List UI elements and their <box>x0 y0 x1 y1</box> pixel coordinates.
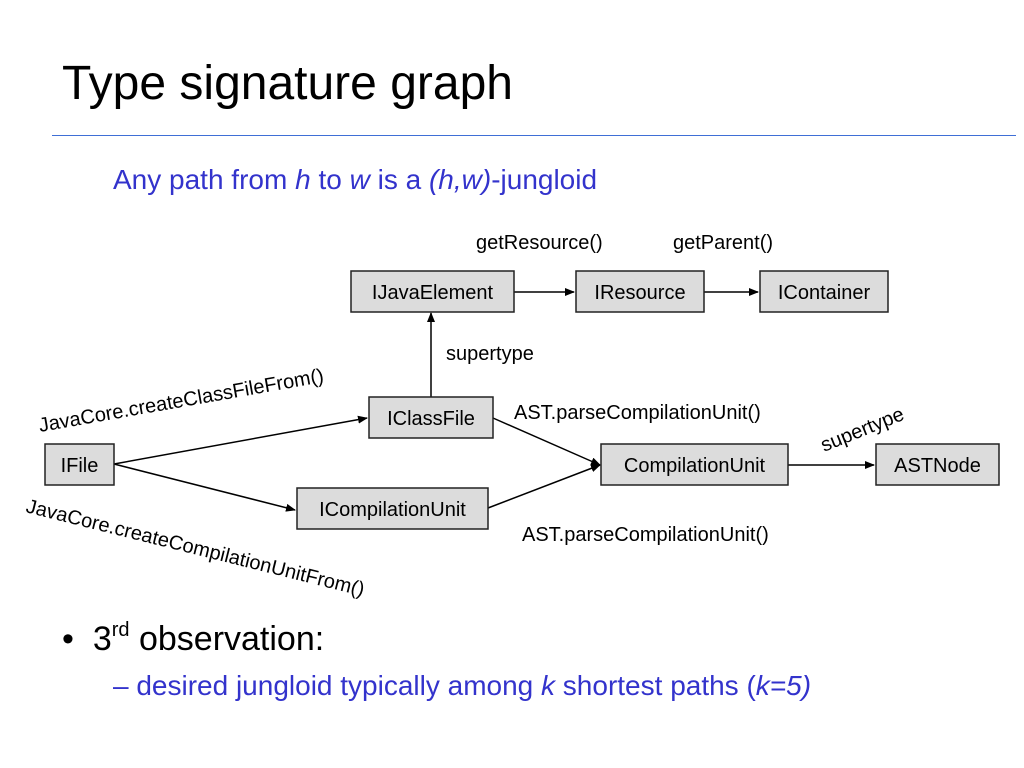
subtitle: Any path from h to w is a (h,w)-jungloid <box>113 166 597 194</box>
label-get-parent: getParent() <box>673 232 773 254</box>
title-divider <box>52 135 1016 136</box>
bullet-observation: • 3rd observation: <box>62 620 324 656</box>
label-parse-from-classfile: AST.parseCompilationUnit() <box>514 402 761 424</box>
subbullet-mid: shortest paths ( <box>555 670 756 701</box>
label-supertype-classfile: supertype <box>446 343 534 365</box>
node-compilationunit-label: CompilationUnit <box>624 455 766 477</box>
node-iresource-label: IResource <box>594 282 685 304</box>
node-icompilationunit-label: ICompilationUnit <box>319 499 466 521</box>
edge-ifile-iclassfile <box>113 415 368 465</box>
bullet-pre: 3 <box>92 620 112 658</box>
label-parse-from-icu: AST.parseCompilationUnit() <box>522 524 769 546</box>
subbullet-k5: k=5) <box>755 670 812 701</box>
edge-ifile-icompilationunit <box>113 463 296 512</box>
node-icontainer-label: IContainer <box>778 282 871 304</box>
node-iresource: IResource <box>575 270 705 313</box>
bullet-post: observation: <box>129 620 325 658</box>
node-icompilationunit: ICompilationUnit <box>296 487 489 530</box>
label-create-classfile: JavaCore.createClassFileFrom() <box>37 365 325 437</box>
subtitle-pre: Any path from <box>113 164 296 195</box>
node-ijavaelement-label: IJavaElement <box>372 282 494 304</box>
node-icontainer: IContainer <box>759 270 889 313</box>
bullet-marker: • <box>62 620 74 658</box>
edge-icompilationunit-compilationunit <box>487 464 601 509</box>
subtitle-post: -jungloid <box>491 164 598 195</box>
node-ifile: IFile <box>44 443 115 486</box>
subbullet-desired-jungloid: – desired jungloid typically among k sho… <box>113 672 811 700</box>
node-ifile-label: IFile <box>61 455 99 477</box>
subtitle-h: h <box>295 164 311 195</box>
subtitle-hw: (h,w) <box>428 164 492 195</box>
node-compilationunit: CompilationUnit <box>600 443 789 486</box>
node-astnode-label: ASTNode <box>894 455 981 477</box>
subtitle-is-a: is a <box>369 164 429 195</box>
subtitle-to: to <box>310 164 350 195</box>
bullet-sup: rd <box>111 619 130 641</box>
edge-iclassfile-compilationunit <box>492 417 601 466</box>
node-ijavaelement: IJavaElement <box>350 270 515 313</box>
label-get-resource: getResource() <box>476 232 603 254</box>
subtitle-w: w <box>349 164 370 195</box>
node-iclassfile-label: IClassFile <box>387 408 475 430</box>
node-iclassfile: IClassFile <box>368 396 494 439</box>
node-astnode: ASTNode <box>875 443 1000 486</box>
subbullet-k: k <box>541 670 556 701</box>
page-title: Type signature graph <box>62 57 513 110</box>
subbullet-pre: – desired jungloid typically among <box>113 670 542 701</box>
